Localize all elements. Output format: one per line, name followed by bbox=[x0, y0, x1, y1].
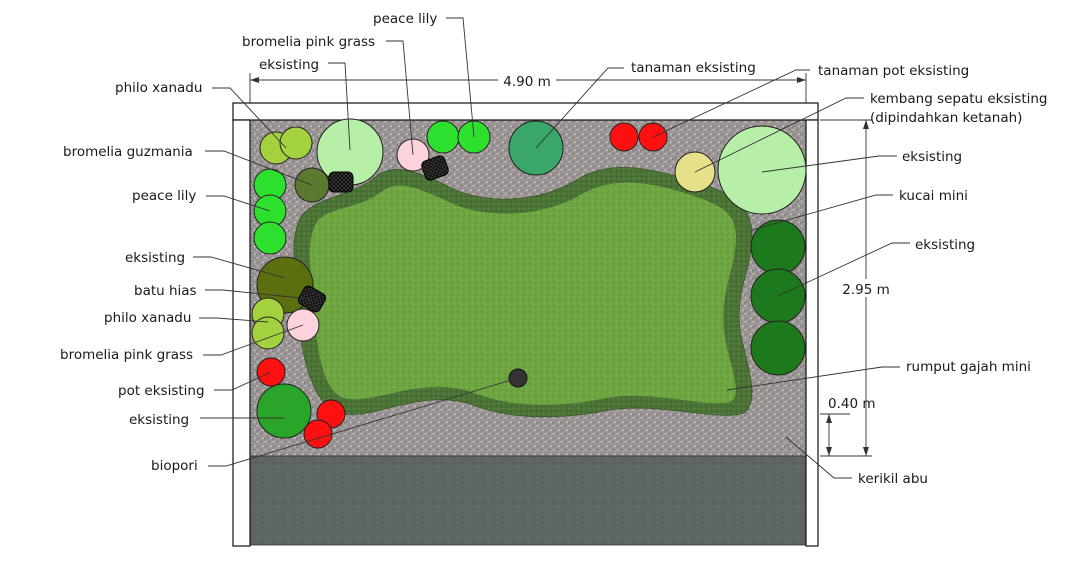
svg-text:philo xanadu: philo xanadu bbox=[115, 80, 202, 96]
wall-left bbox=[232, 119, 251, 547]
label-philo-xanadu-top: philo xanadu bbox=[115, 80, 287, 149]
dimension-strip: 0.40 m bbox=[820, 396, 876, 456]
svg-text:biopori: biopori bbox=[151, 458, 198, 474]
lawn bbox=[309, 182, 737, 405]
svg-text:kucai mini: kucai mini bbox=[899, 188, 968, 204]
label-peace-lily-top: peace lily bbox=[373, 11, 475, 138]
label-eksisting-top: eksisting bbox=[259, 57, 351, 151]
svg-text:eksisting: eksisting bbox=[915, 237, 975, 253]
label-kucai-mini: kucai mini bbox=[751, 188, 968, 231]
svg-text:eksisting: eksisting bbox=[125, 250, 185, 266]
svg-text:kembang sepatu eksisting: kembang sepatu eksisting bbox=[870, 91, 1047, 107]
label-bromelia-pink-grass-left: bromelia pink grass bbox=[60, 324, 304, 363]
label-kembang-sepatu: kembang sepatu eksisting (dipindahkan ke… bbox=[694, 91, 1047, 173]
pot-plant bbox=[303, 419, 333, 449]
svg-text:eksisting: eksisting bbox=[259, 57, 319, 73]
svg-text:tanaman pot eksisting: tanaman pot eksisting bbox=[818, 63, 969, 79]
label-bromelia-guzmania: bromelia guzmania bbox=[63, 144, 313, 186]
wall-top bbox=[232, 102, 819, 121]
svg-text:philo xanadu: philo xanadu bbox=[104, 310, 191, 326]
svg-text:peace lily: peace lily bbox=[373, 11, 437, 27]
label-kerikil-abu: kerikil abu bbox=[785, 436, 928, 487]
svg-text:batu hias: batu hias bbox=[134, 283, 197, 299]
svg-text:(dipindahkan ketanah): (dipindahkan ketanah) bbox=[870, 110, 1022, 126]
svg-text:bromelia guzmania: bromelia guzmania bbox=[63, 144, 193, 160]
svg-text:kerikil abu: kerikil abu bbox=[858, 471, 928, 487]
peace-lily-plant bbox=[253, 221, 287, 255]
svg-text:eksisting: eksisting bbox=[902, 149, 962, 165]
width-value: 4.90 m bbox=[503, 74, 551, 90]
decorative-stone bbox=[421, 155, 449, 181]
label-philo-xanadu-left: philo xanadu bbox=[104, 310, 269, 326]
strip-value: 0.40 m bbox=[828, 396, 876, 412]
svg-text:tanaman eksisting: tanaman eksisting bbox=[631, 60, 756, 76]
decorative-stone bbox=[297, 285, 327, 313]
label-peace-lily-left: peace lily bbox=[132, 188, 271, 212]
philo-xanadu-plant bbox=[279, 126, 313, 160]
height-value: 2.95 m bbox=[842, 282, 890, 298]
svg-text:peace lily: peace lily bbox=[132, 188, 196, 204]
paving-area bbox=[249, 455, 807, 546]
label-eksisting-left: eksisting bbox=[125, 250, 286, 279]
svg-text:bromelia pink grass: bromelia pink grass bbox=[242, 34, 375, 50]
label-tanaman-pot-eksisting: tanaman pot eksisting bbox=[652, 63, 969, 138]
label-bromelia-pink-grass-top: bromelia pink grass bbox=[242, 34, 414, 156]
label-eksisting-right: eksisting bbox=[777, 237, 975, 297]
label-eksisting-right-top: eksisting bbox=[761, 149, 962, 173]
decorative-stone bbox=[328, 171, 354, 193]
label-pot-eksisting: pot eksisting bbox=[118, 371, 272, 399]
label-tanaman-eksisting: tanaman eksisting bbox=[535, 60, 756, 149]
svg-text:bromelia pink grass: bromelia pink grass bbox=[60, 347, 193, 363]
pot-plant bbox=[609, 122, 639, 152]
label-batu-hias: batu hias bbox=[134, 283, 311, 300]
peace-lily-plant bbox=[426, 120, 460, 154]
svg-text:rumput gajah mini: rumput gajah mini bbox=[906, 359, 1031, 375]
existing-plant-light bbox=[717, 125, 807, 215]
existing-plant-mid bbox=[256, 383, 312, 439]
dimension-width: 4.90 m bbox=[249, 71, 807, 103]
svg-text:eksisting: eksisting bbox=[129, 412, 189, 428]
svg-text:pot eksisting: pot eksisting bbox=[118, 383, 205, 399]
wall-right bbox=[805, 119, 819, 547]
label-eksisting-bottom-left: eksisting bbox=[129, 412, 284, 428]
dimension-height: 2.95 m bbox=[820, 119, 894, 457]
label-rumput-gajah-mini: rumput gajah mini bbox=[726, 359, 1031, 391]
label-biopori: biopori bbox=[151, 377, 519, 474]
existing-plant-dark bbox=[750, 320, 806, 376]
